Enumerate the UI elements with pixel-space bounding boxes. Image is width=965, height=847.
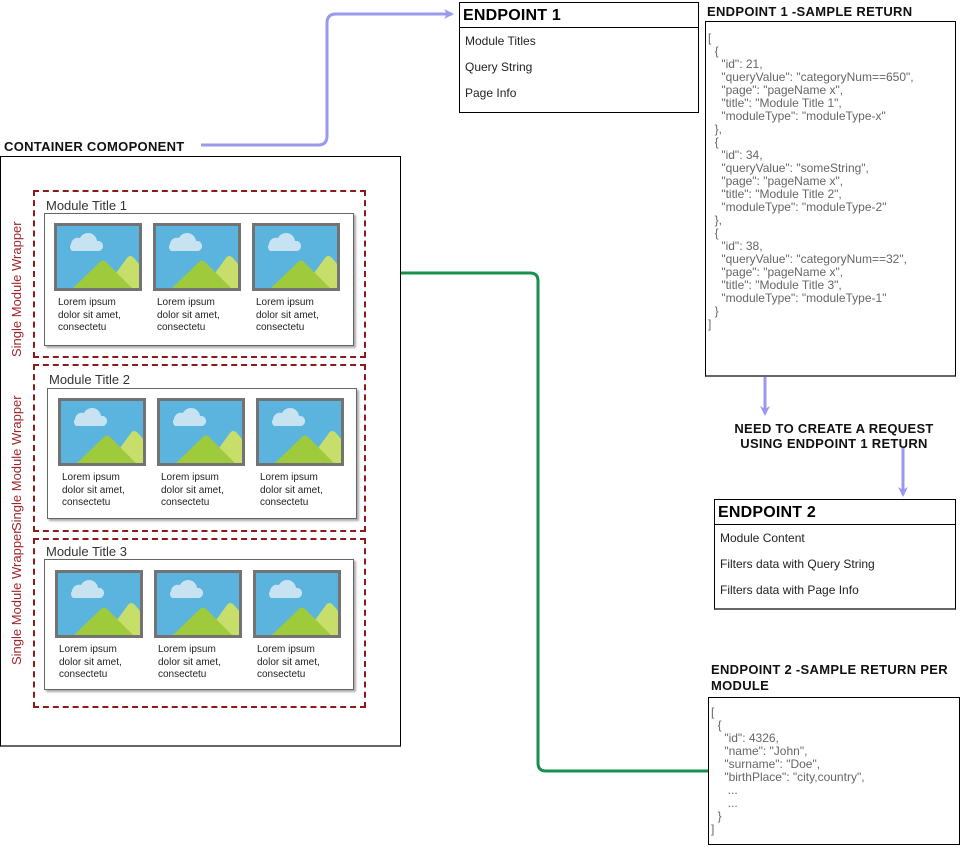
caption-line: dolor sit amet, [161, 484, 224, 496]
caption-line: Lorem ipsum [256, 297, 314, 308]
caption-line: consectetu [158, 669, 207, 680]
request-note-line: NEED TO CREATE A REQUEST [734, 421, 934, 436]
request-note: NEED TO CREATE A REQUEST USING ENDPOINT … [716, 421, 952, 451]
endpoint1-sample-heading: ENDPOINT 1 -SAMPLE RETURN [707, 4, 913, 19]
module-title: Module Title 2 [49, 372, 130, 387]
container-heading: CONTAINER COMOPONENT [4, 139, 185, 154]
endpoint2-box: ENDPOINT 2 Module Content Filters data w… [714, 499, 956, 610]
image-placeholder-icon [153, 223, 241, 291]
caption-line: Lorem ipsum [161, 472, 219, 483]
image-placeholder-icon [256, 398, 344, 466]
caption-line: consectetu [62, 497, 111, 508]
caption-line: consectetu [256, 322, 305, 333]
endpoint1-sample-code: [ { "id": 21, "queryValue": "categoryNum… [708, 31, 914, 331]
wrapper-label: Single Module Wrapper [9, 221, 24, 357]
caption-line: dolor sit amet, [256, 309, 319, 321]
caption-line: dolor sit amet, [157, 309, 220, 321]
caption-line: Lorem ipsum [260, 472, 318, 483]
endpoint2-sample-heading-line: MODULE [711, 678, 770, 693]
endpoint2-sample-heading: ENDPOINT 2 -SAMPLE RETURN PER MODULE [711, 662, 948, 694]
caption-line: dolor sit amet, [58, 309, 121, 321]
image-placeholder-icon [157, 398, 245, 466]
wrapper-label: Single Module Wrapper [9, 529, 24, 665]
endpoint2-sample-heading-line: ENDPOINT 2 -SAMPLE RETURN PER [711, 662, 948, 677]
caption-line: Lorem ipsum [157, 297, 215, 308]
endpoint2-item: Module Content [720, 531, 805, 545]
image-placeholder-icon [55, 570, 143, 638]
module-title: Module Title 1 [46, 198, 127, 213]
caption-line: Lorem ipsum [59, 644, 117, 655]
image-placeholder-icon [154, 570, 242, 638]
endpoint1-sample-code-box: [ { "id": 21, "queryValue": "categoryNum… [705, 21, 956, 377]
endpoint1-item: Module Titles [465, 34, 536, 48]
request-note-line: USING ENDPOINT 1 RETURN [740, 436, 928, 451]
caption-line: dolor sit amet, [260, 484, 323, 496]
image-placeholder-icon [252, 223, 340, 291]
caption-line: consectetu [157, 322, 206, 333]
caption-line: Lorem ipsum [158, 644, 216, 655]
image-placeholder-icon [54, 223, 142, 291]
endpoint1-title: ENDPOINT 1 [460, 3, 698, 28]
caption-line: dolor sit amet, [158, 656, 221, 668]
caption-line: Lorem ipsum [58, 297, 116, 308]
caption-line: Lorem ipsum [257, 644, 315, 655]
endpoint2-item: Filters data with Query String [720, 557, 875, 571]
arrow-sample2-to-wrapper [367, 267, 708, 773]
caption-line: dolor sit amet, [257, 656, 320, 668]
caption-line: consectetu [257, 669, 306, 680]
caption-line: consectetu [260, 497, 309, 508]
endpoint1-item: Query String [465, 60, 533, 74]
container-component: Single Module Wrapper Module Title 1 Lor… [0, 156, 401, 747]
arrow-container-to-endpoint1 [201, 9, 454, 147]
endpoint1-item: Page Info [465, 86, 517, 100]
endpoint2-title: ENDPOINT 2 [715, 500, 955, 525]
wrapper-label: Single Module Wrapper [9, 395, 24, 531]
caption-line: dolor sit amet, [59, 656, 122, 668]
image-placeholder-icon [253, 570, 341, 638]
caption-line: dolor sit amet, [62, 484, 125, 496]
image-placeholder-icon [58, 398, 146, 466]
endpoint2-sample-code: [ { "id": 4326, "name": "John", "surname… [711, 705, 865, 836]
caption-line: consectetu [161, 497, 210, 508]
endpoint2-sample-code-box: [ { "id": 4326, "name": "John", "surname… [708, 697, 960, 845]
caption-line: Lorem ipsum [62, 472, 120, 483]
caption-line: consectetu [58, 322, 107, 333]
endpoint2-item: Filters data with Page Info [720, 583, 859, 597]
endpoint1-box: ENDPOINT 1 Module Titles Query String Pa… [459, 2, 699, 113]
module-title: Module Title 3 [46, 544, 127, 559]
caption-line: consectetu [59, 669, 108, 680]
